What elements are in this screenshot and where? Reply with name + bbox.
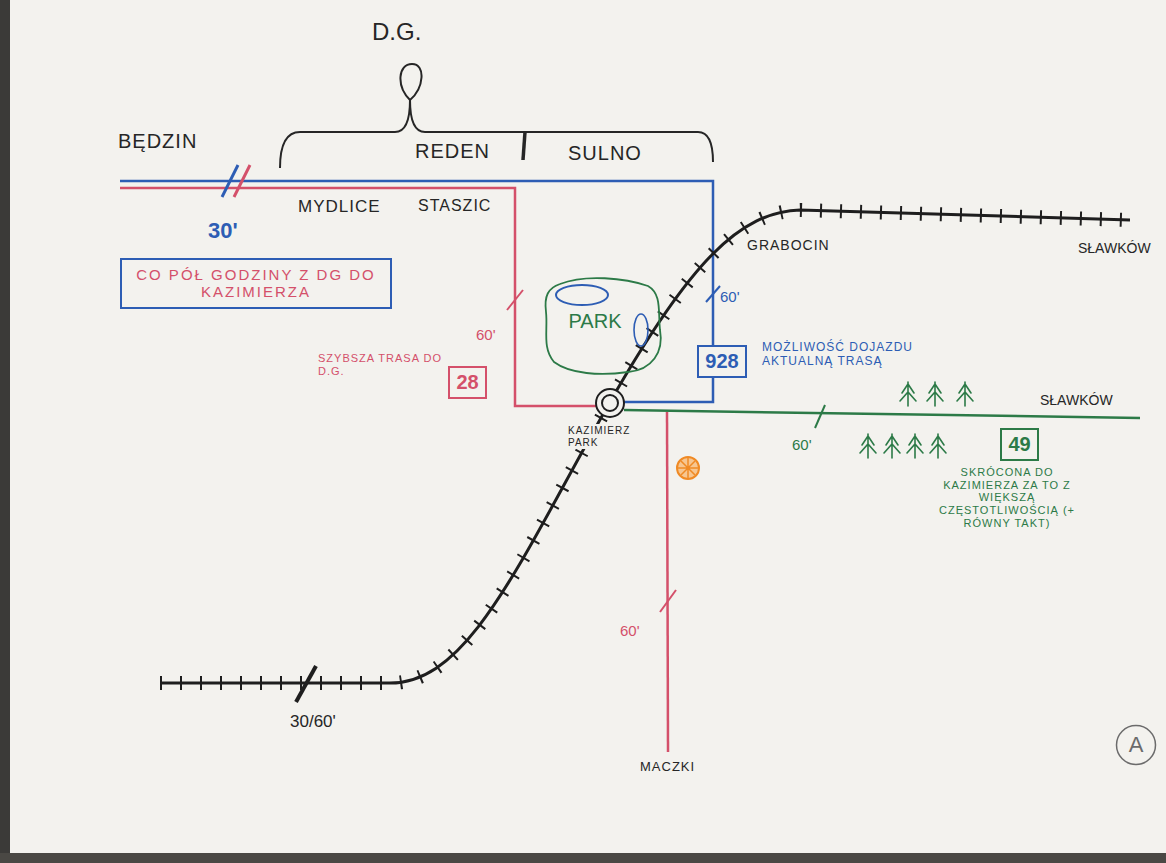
frequency: 30/60' — [290, 712, 336, 732]
station — [596, 389, 624, 417]
sheet-mark: A — [1115, 724, 1157, 766]
frequency-mark — [296, 666, 316, 702]
park-area: PARK — [540, 272, 665, 377]
bracket — [280, 64, 713, 168]
frequency-mark — [706, 286, 720, 302]
line-number: 28 — [448, 366, 487, 399]
trees — [860, 382, 973, 458]
orange-symbol — [677, 457, 699, 479]
bus-line — [120, 188, 598, 406]
station — [602, 395, 618, 411]
note: MOŻLIWOŚĆ DOJAZDU AKTUALNĄ TRASĄ — [762, 341, 932, 369]
line-number: 928 — [697, 345, 747, 378]
bus-line — [120, 181, 713, 402]
frequency-mark — [507, 290, 523, 310]
paper-edge — [0, 853, 1166, 863]
frequency-mark — [815, 405, 825, 428]
frequency-mark — [234, 165, 250, 197]
place-name: STASZIC — [418, 197, 491, 215]
frequency: 30' — [208, 218, 238, 243]
place-name: MACZKI — [640, 760, 695, 775]
station-name: KAZIMIERZ PARK — [566, 424, 650, 449]
frequency: 60' — [792, 436, 812, 453]
note-box: CO PÓŁ GODZINY Z DG DO KAZIMIERZA — [120, 258, 392, 309]
place-name: SŁAWKÓW — [1078, 240, 1151, 256]
note: SKRÓCONA DO KAZIMIERZA ZA TO Z WIĘKSZĄ C… — [922, 466, 1092, 529]
line-number-text: 28 — [456, 371, 479, 394]
frequency: 60' — [620, 622, 640, 639]
place-name: GRABOCIN — [745, 236, 832, 254]
line-number-text: 49 — [1008, 433, 1031, 456]
region-name: D.G. — [372, 18, 421, 46]
frequency: 60' — [720, 288, 740, 305]
place-name: SULNO — [568, 142, 642, 165]
place-name: SŁAWKÓW — [1040, 392, 1113, 408]
paper-edge — [0, 0, 10, 863]
note-box-text: CO PÓŁ GODZINY Z DG DO KAZIMIERZA — [136, 266, 376, 301]
bus-line — [624, 410, 1140, 418]
place-name: REDEN — [415, 140, 490, 163]
line-number: 49 — [1000, 428, 1039, 461]
line-number-text: 928 — [705, 350, 739, 373]
place-name: BĘDZIN — [118, 130, 197, 153]
sheet-mark-text: A — [1129, 732, 1144, 757]
bus-line — [667, 412, 668, 752]
place-name: MYDLICE — [298, 197, 381, 217]
note: SZYBSZA TRASA DO D.G. — [318, 352, 443, 377]
park-area-text: PARK — [540, 310, 650, 333]
frequency: 60' — [476, 326, 496, 343]
bracket-divider — [523, 132, 525, 160]
frequency-mark — [660, 590, 676, 612]
